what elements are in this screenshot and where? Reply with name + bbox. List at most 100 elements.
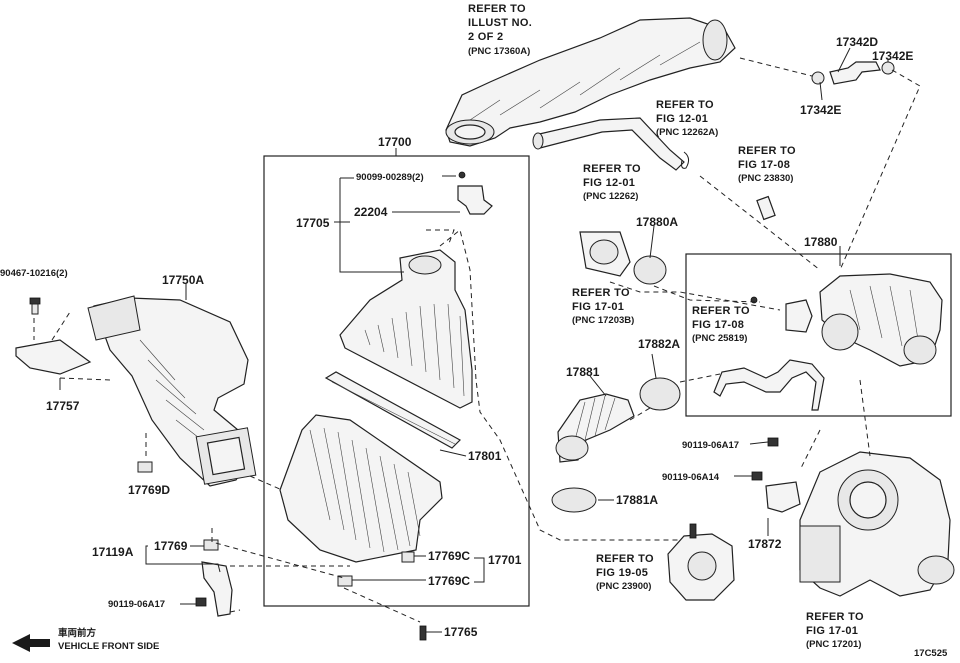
air-cleaner-case — [279, 414, 443, 563]
part-label-90119-06a14: 90119-06A14 — [662, 472, 720, 483]
grommet-17769c-a — [401, 551, 415, 563]
grommet-17769d — [137, 461, 153, 473]
bracket-17757 — [15, 339, 92, 375]
bracket-17872 — [751, 437, 801, 513]
part-label-17342d: 17342D — [836, 35, 878, 49]
part-label-17880: 17880 — [804, 235, 838, 249]
svg-text:REFER TO: REFER TO — [656, 99, 714, 111]
air-cleaner-cap — [339, 249, 473, 409]
svg-text:(PNC 23830): (PNC 23830) — [738, 173, 793, 184]
intake-pipe-assembly-box — [685, 253, 952, 417]
part-label-17872: 17872 — [748, 537, 782, 551]
part-label-17701: 17701 — [488, 553, 522, 567]
leader-line — [474, 557, 485, 583]
part-label-17769: 17769 — [154, 539, 188, 553]
figure-code: 17C525 — [914, 648, 948, 659]
dash-line — [679, 373, 721, 383]
mass-air-flow-sensor — [457, 171, 493, 215]
clamp-17880a — [633, 255, 667, 285]
vacuum-pump — [667, 523, 735, 601]
dash-line — [229, 609, 241, 613]
bolt-90119-06a17-left — [195, 597, 207, 607]
part-label-22204: 22204 — [354, 205, 388, 219]
dash-line — [249, 475, 283, 491]
dash-line — [799, 429, 821, 471]
pipe-23830 — [756, 195, 776, 221]
part-label-17757: 17757 — [46, 399, 80, 413]
clamp-17881a — [551, 487, 597, 513]
dash-line — [629, 407, 651, 421]
refer-to-fig-17-08-b: REFER TO FIG 17-08 (PNC 25819) — [692, 305, 750, 344]
svg-text:REFER TO: REFER TO — [692, 305, 750, 317]
intake-pipe-17880 — [819, 273, 943, 367]
sensor-25819 — [750, 296, 813, 333]
dash-line — [739, 57, 813, 77]
leader-line — [589, 375, 607, 397]
svg-text:2 OF 2: 2 OF 2 — [468, 31, 503, 43]
air-filter-element — [324, 371, 461, 449]
bracket-17119a — [201, 539, 233, 617]
hose-17342d — [811, 61, 895, 85]
svg-text:REFER TO: REFER TO — [583, 163, 641, 175]
dash-line — [653, 285, 761, 303]
part-label-17119a: 17119A — [92, 545, 134, 559]
vacuum-hose — [713, 359, 825, 411]
part-label-90467-10216: 90467-10216(2) — [0, 268, 68, 279]
part-label-17342e-a: 17342E — [872, 49, 913, 63]
leader-line — [339, 178, 404, 273]
svg-text:VEHICLE FRONT SIDE: VEHICLE FRONT SIDE — [58, 641, 159, 652]
svg-text:FIG 17-08: FIG 17-08 — [738, 159, 790, 171]
dash-line — [211, 528, 345, 579]
svg-text:(PNC 12262A): (PNC 12262A) — [656, 127, 718, 138]
part-label-17750a: 17750A — [162, 273, 204, 287]
svg-text:REFER TO: REFER TO — [596, 553, 654, 565]
part-label-90099-00289: 90099-00289(2) — [356, 172, 424, 183]
part-label-17881a: 17881A — [616, 493, 658, 507]
svg-text:FIG 17-01: FIG 17-01 — [572, 301, 624, 313]
intake-air-connector-pipe — [445, 17, 736, 147]
svg-text:REFER TO: REFER TO — [572, 287, 630, 299]
part-label-17769c-a: 17769C — [428, 549, 470, 563]
inlet-air-duct — [87, 295, 257, 487]
svg-text:FIG 17-08: FIG 17-08 — [692, 319, 744, 331]
bolt-90467 — [29, 297, 41, 315]
refer-to-fig-17-08-a: REFER TO FIG 17-08 (PNC 23830) — [738, 145, 796, 184]
part-label-17880a: 17880A — [636, 215, 678, 229]
throttle-body-17203b — [579, 231, 631, 277]
dash-line — [439, 229, 680, 541]
svg-text:車両前方: 車両前方 — [58, 627, 97, 639]
leader-line — [749, 441, 769, 445]
part-label-17700: 17700 — [378, 135, 412, 149]
leader-line — [651, 353, 657, 379]
svg-text:FIG 19-05: FIG 19-05 — [596, 567, 648, 579]
grommet-17769c-b — [337, 575, 353, 587]
dash-line — [343, 587, 421, 623]
part-label-90119-06a17-left: 90119-06A17 — [108, 599, 165, 610]
part-label-17705: 17705 — [296, 216, 330, 230]
refer-to-fig-17-01-a: REFER TO FIG 17-01 (PNC 17203B) — [572, 287, 634, 326]
dash-line — [426, 229, 455, 247]
svg-text:FIG 12-01: FIG 12-01 — [656, 113, 708, 125]
svg-text:(PNC 17203B): (PNC 17203B) — [572, 315, 634, 326]
vehicle-front-indicator: 車両前方 VEHICLE FRONT SIDE — [12, 627, 159, 652]
refer-to-illust-2-of-2: REFER TO ILLUST NO. 2 OF 2 (PNC 17360A) — [468, 3, 532, 57]
svg-text:(PNC 25819): (PNC 25819) — [692, 333, 747, 344]
svg-text:ILLUST NO.: ILLUST NO. — [468, 17, 532, 29]
clamp-17882a — [639, 377, 681, 411]
refer-to-fig-19-05: REFER TO FIG 19-05 (PNC 23900) — [596, 553, 654, 592]
svg-text:(PNC 17360A): (PNC 17360A) — [468, 46, 530, 57]
refer-to-fig-17-01-b: REFER TO FIG 17-01 (PNC 17201) — [806, 611, 864, 650]
part-label-17769c-b: 17769C — [428, 574, 470, 588]
dash-line — [839, 69, 921, 271]
leader-line — [837, 47, 851, 73]
svg-text:(PNC 17201): (PNC 17201) — [806, 639, 861, 650]
dash-line — [51, 311, 71, 341]
svg-text:REFER TO: REFER TO — [738, 145, 796, 157]
part-label-17765: 17765 — [444, 625, 478, 639]
part-label-17342e-b: 17342E — [800, 103, 841, 117]
dash-line — [859, 379, 871, 457]
leader-line — [649, 225, 655, 259]
svg-text:REFER TO: REFER TO — [806, 611, 864, 623]
clip-17765 — [419, 625, 427, 641]
